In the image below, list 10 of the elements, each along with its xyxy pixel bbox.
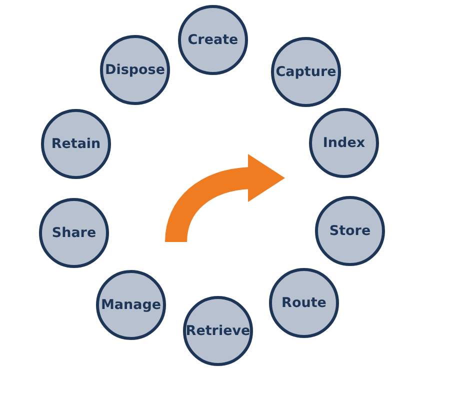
node-label: Route	[282, 295, 326, 311]
node-label: Retain	[51, 136, 101, 152]
node-label: Dispose	[105, 62, 165, 78]
node-label: Store	[329, 223, 371, 239]
node-label: Retrieve	[186, 323, 250, 339]
node-label: Create	[188, 32, 238, 48]
node-label: Index	[322, 135, 366, 151]
node-label: Capture	[276, 64, 336, 80]
node-label: Manage	[100, 297, 162, 313]
node-label: Share	[52, 225, 96, 241]
